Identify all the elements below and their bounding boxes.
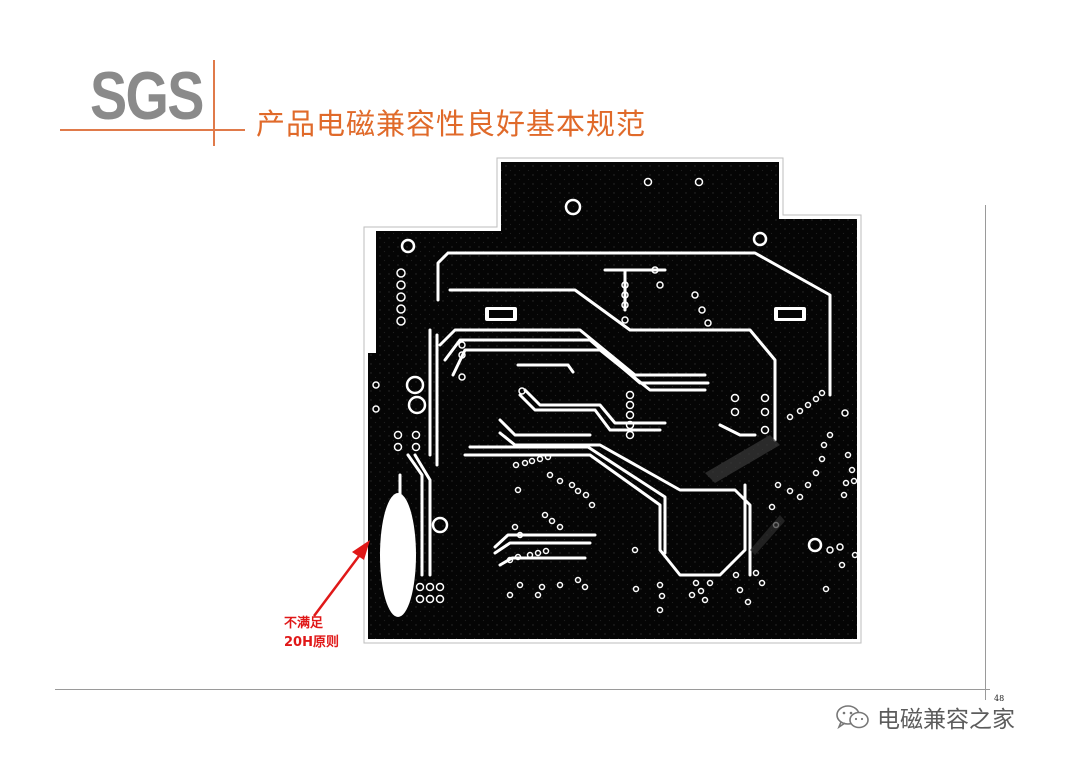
logo-underline [60, 129, 245, 131]
red-arrow-icon [313, 540, 370, 617]
slide-right-border [985, 205, 986, 700]
page-title: 产品电磁兼容性良好基本规范 [256, 107, 647, 141]
annotation-line-2: 20H原则 [284, 635, 339, 650]
watermark-text: 电磁兼容之家 [877, 707, 1015, 733]
page-number: 48 [994, 694, 1005, 703]
sgs-logo: SGS [90, 58, 204, 134]
pcb-layout-image [363, 157, 862, 644]
annotation-line-1: 不满足 [284, 616, 324, 631]
logo-divider [213, 60, 215, 146]
watermark: 电磁兼容之家 [835, 700, 1015, 734]
annotation-label: 不满足 20H原则 [284, 614, 339, 652]
slide-bottom-border [55, 689, 990, 690]
wechat-icon [836, 705, 869, 730]
